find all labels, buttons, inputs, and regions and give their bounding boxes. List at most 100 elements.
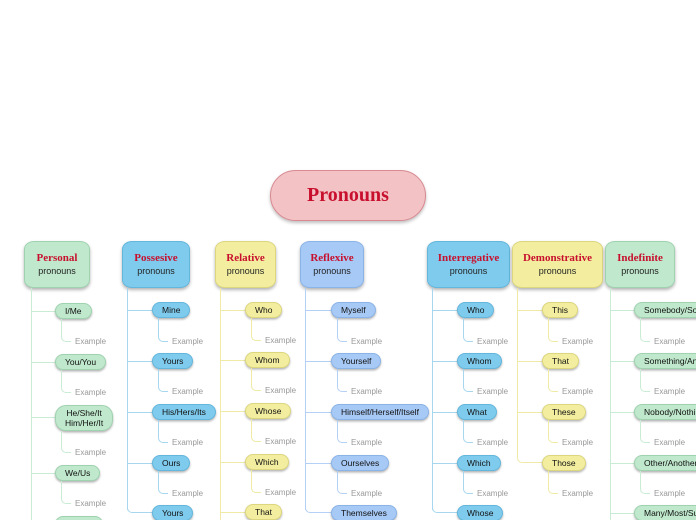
example-label[interactable]: Example [562,337,594,346]
example-label[interactable]: Example [75,337,107,346]
branch-line [517,448,542,463]
category-title: Relative [226,251,265,264]
node-we-us[interactable]: We/Us [55,465,101,481]
example-connector [158,420,168,443]
node-label: Who [467,305,485,315]
root-node-pronouns[interactable]: Pronouns [270,170,426,221]
example-label[interactable]: Example [75,448,107,457]
branch-line [31,362,55,363]
node-his-hers-its[interactable]: His/Hers/Its [152,404,216,420]
example-label[interactable]: Example [654,387,686,396]
example-connector [640,471,650,494]
node-whose[interactable]: Whose [245,403,292,419]
category-indefinite[interactable]: Indefinite pronouns [605,241,675,288]
branch-line [432,288,433,510]
node-himself-herself-itself[interactable]: Himself/Herself/Itself [331,404,429,420]
example-label[interactable]: Example [265,386,297,395]
node-those[interactable]: Those [542,455,586,471]
example-label[interactable]: Example [351,337,383,346]
example-label[interactable]: Example [265,437,297,446]
example-label[interactable]: Example [351,489,383,498]
category-subtitle: pronouns [137,265,175,276]
category-title: Reflexive [310,251,354,264]
node-these[interactable]: These [542,404,586,420]
node-this[interactable]: This [542,302,579,318]
node-label: Which [255,457,279,467]
example-connector [463,420,473,443]
example-label[interactable]: Example [351,387,383,396]
branch-line [517,310,542,311]
branch-line [220,310,245,311]
example-label[interactable]: Example [75,499,107,508]
node-ours[interactable]: Ours [152,455,191,471]
category-personal[interactable]: Personal pronouns [24,241,90,288]
category-reflexive[interactable]: Reflexive pronouns [300,241,364,288]
example-label[interactable]: Example [654,337,686,346]
node-label: Themselves [341,508,387,518]
node-somebody-someone[interactable]: Somebody/Someone [634,302,696,318]
category-possesive[interactable]: Possesive pronouns [122,241,190,288]
node-yourself[interactable]: Yourself [331,353,382,369]
example-label[interactable]: Example [172,387,204,396]
branch-line [31,288,32,520]
node-you-you[interactable]: You/You [55,354,107,370]
example-label[interactable]: Example [172,489,204,498]
node-whom[interactable]: Whom [457,353,502,369]
example-label[interactable]: Example [265,488,297,497]
node-something-anything[interactable]: Something/Anything [634,353,696,369]
node-label: Those [552,458,576,468]
node-label: Whose [467,508,494,518]
node-whom[interactable]: Whom [245,352,290,368]
node-who[interactable]: Who [245,302,283,318]
category-relative[interactable]: Relative pronouns [215,241,276,288]
example-connector [640,420,650,443]
example-connector [640,369,650,392]
node-label: What [467,407,487,417]
node-label: We/Us [65,468,91,478]
node-what[interactable]: What [457,404,497,420]
node-who[interactable]: Who [457,302,495,318]
node-partial[interactable] [55,516,103,520]
example-label[interactable]: Example [562,387,594,396]
node-he-she-it[interactable]: He/She/It Him/Her/It [55,405,114,431]
category-interregative[interactable]: Interregative pronouns [427,241,510,288]
example-label[interactable]: Example [351,438,383,447]
node-many-most-such[interactable]: Many/Most/Such [634,505,696,520]
node-label: Something/Anything [644,356,696,366]
example-label[interactable]: Example [654,438,686,447]
branch-line [127,310,152,311]
node-label: Yours [162,356,184,366]
node-other-another[interactable]: Other/Another [634,455,696,471]
example-label[interactable]: Example [75,388,107,397]
node-yours-2[interactable]: Yours [152,505,194,520]
example-connector [61,431,71,453]
example-label[interactable]: Example [172,337,204,346]
node-whose[interactable]: Whose [457,505,504,520]
example-label[interactable]: Example [477,387,509,396]
example-label[interactable]: Example [477,438,509,447]
example-label[interactable]: Example [477,337,509,346]
example-label[interactable]: Example [562,489,594,498]
category-demonstrative[interactable]: Demonstrative pronouns [512,241,603,288]
node-themselves[interactable]: Themselves [331,505,397,520]
node-ourselves[interactable]: Ourselves [331,455,390,471]
example-label[interactable]: Example [562,438,594,447]
node-myself[interactable]: Myself [331,302,376,318]
example-label[interactable]: Example [654,489,686,498]
node-i-me[interactable]: I/Me [55,303,92,319]
node-yours[interactable]: Yours [152,353,194,369]
node-that[interactable]: That [542,353,580,369]
example-label[interactable]: Example [265,336,297,345]
node-that[interactable]: That [245,504,283,520]
node-which[interactable]: Which [457,455,501,471]
node-mine[interactable]: Mine [152,302,191,318]
example-connector [251,470,261,493]
node-which[interactable]: Which [245,454,289,470]
example-connector [337,471,347,494]
example-connector [61,319,71,342]
example-label[interactable]: Example [477,489,509,498]
example-connector [251,419,261,442]
node-nobody-nothing[interactable]: Nobody/Nothing [634,404,696,420]
example-label[interactable]: Example [172,438,204,447]
